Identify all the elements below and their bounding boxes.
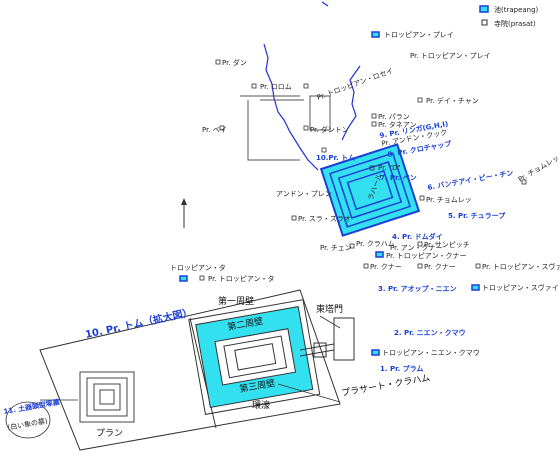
label-pr-thom-enlarged: 10. Pr. トム（拡大図） bbox=[84, 305, 194, 340]
label-moat: 環濠 bbox=[252, 399, 270, 411]
label-pr-day-chan: Pr. デイ・チャン bbox=[426, 96, 479, 105]
label-trapeang-knar: Pr. トロッピアン・クナー bbox=[386, 252, 467, 260]
enlarged-plan bbox=[39, 289, 355, 451]
label-trapeang-ta: トロッピアン・タ bbox=[170, 263, 226, 272]
label-banteay: 6. バンテアイ・ピー・チン bbox=[427, 168, 514, 192]
label-pr-chomreh: Pr. チョムレッ bbox=[426, 196, 472, 204]
label-pr-takeo: Pr. タネアン bbox=[378, 120, 417, 129]
label-east-gate: 東塔門 bbox=[316, 303, 343, 315]
label-pr-kraham-s: Pr. クラハム bbox=[356, 240, 395, 248]
label-pr-d: Pr. "D" bbox=[378, 164, 401, 172]
label-pr-chomreh-top: Pr. チョムレッ bbox=[517, 154, 560, 184]
label-pr-chrap: 5. Pr. チュラープ bbox=[448, 211, 506, 220]
label-trapeang-prei-1: トロッピアン・プレイ bbox=[384, 31, 454, 39]
label-pr-dombai: 4. Pr. ドムダイ bbox=[392, 232, 443, 241]
label-pr-dantom: Pr. ダントン bbox=[310, 125, 349, 134]
temple-markers bbox=[199, 59, 527, 281]
label-trapeang-prei-2: Pr. トロッピアン・プレイ bbox=[410, 52, 491, 60]
legend-temple-label: 寺院(prasat) bbox=[494, 19, 536, 28]
label-pr-tom: 10.Pr. トム bbox=[316, 154, 355, 162]
label-pr-pram: 1. Pr. プラム bbox=[380, 364, 423, 373]
pond-legend-icon bbox=[479, 5, 489, 13]
label-pr-nien-kmaw: 2. Pr. ニエン・クマウ bbox=[394, 328, 466, 337]
label-plan: プラン bbox=[96, 428, 123, 439]
temple-legend-icon bbox=[481, 19, 488, 26]
label-pr-rolom: Pr. ロロム bbox=[260, 83, 292, 91]
label-andong-preng: アンドン・プレン bbox=[276, 190, 332, 198]
river bbox=[263, 1, 361, 171]
label-outer-wall: 第一周壁 bbox=[218, 295, 254, 307]
label-pyramid-1: 11. 土器頭型塚墓 bbox=[3, 397, 62, 416]
pyramid-plan bbox=[79, 371, 135, 423]
legend: 池(trapeang) 寺院(prasat) bbox=[479, 5, 539, 28]
label-prasat-kraham: プラサート・クラハム bbox=[341, 373, 431, 399]
label-pr-knar1: Pr. クナー bbox=[370, 263, 402, 271]
label-trapeang-svay: Pr. トロッピアン・スヴァイ bbox=[482, 262, 560, 271]
ruins-outline bbox=[240, 95, 331, 161]
label-pr-chen: Pr. チェン bbox=[320, 244, 352, 252]
map-labels: トロッピアン・プレイ Pr. トロッピアン・プレイ Pr. ダン Pr. ロロム… bbox=[170, 31, 560, 373]
label-pr-trapeang-ta: Pr. トロッピアン・タ bbox=[208, 274, 275, 283]
label-pyramid-2: (白い象の墓) bbox=[7, 416, 49, 432]
label-pr-an-knar: Pr. アン・クナー bbox=[390, 244, 443, 252]
label-pr-paran: Pr. パラン bbox=[378, 113, 410, 121]
pond-markers bbox=[179, 31, 480, 356]
label-pr-sanpich: Pr. サンピッチ bbox=[424, 241, 470, 249]
label-trapeang-nien: トロッピアン・ニエン・クマウ bbox=[382, 349, 480, 357]
north-arrow bbox=[181, 198, 187, 228]
legend-pond-label: 池(trapeang) bbox=[494, 5, 539, 14]
label-pr-aok: 3. Pr. アオップ・ニエン bbox=[378, 284, 457, 293]
label-pr-knar2: Pr. クナー bbox=[424, 263, 456, 271]
label-pr-sla: Pr. スラ・スラオ bbox=[298, 215, 351, 223]
label-pr-pen: 7. Pr. ペン bbox=[380, 174, 417, 182]
label-pr-dan: Pr. ダン bbox=[222, 58, 247, 67]
rahal-pond bbox=[319, 143, 421, 237]
label-trapeang-svay2: トロッピアン・スヴァイ bbox=[482, 283, 559, 292]
label-pr-bei: Pr. ベイ bbox=[202, 126, 227, 134]
